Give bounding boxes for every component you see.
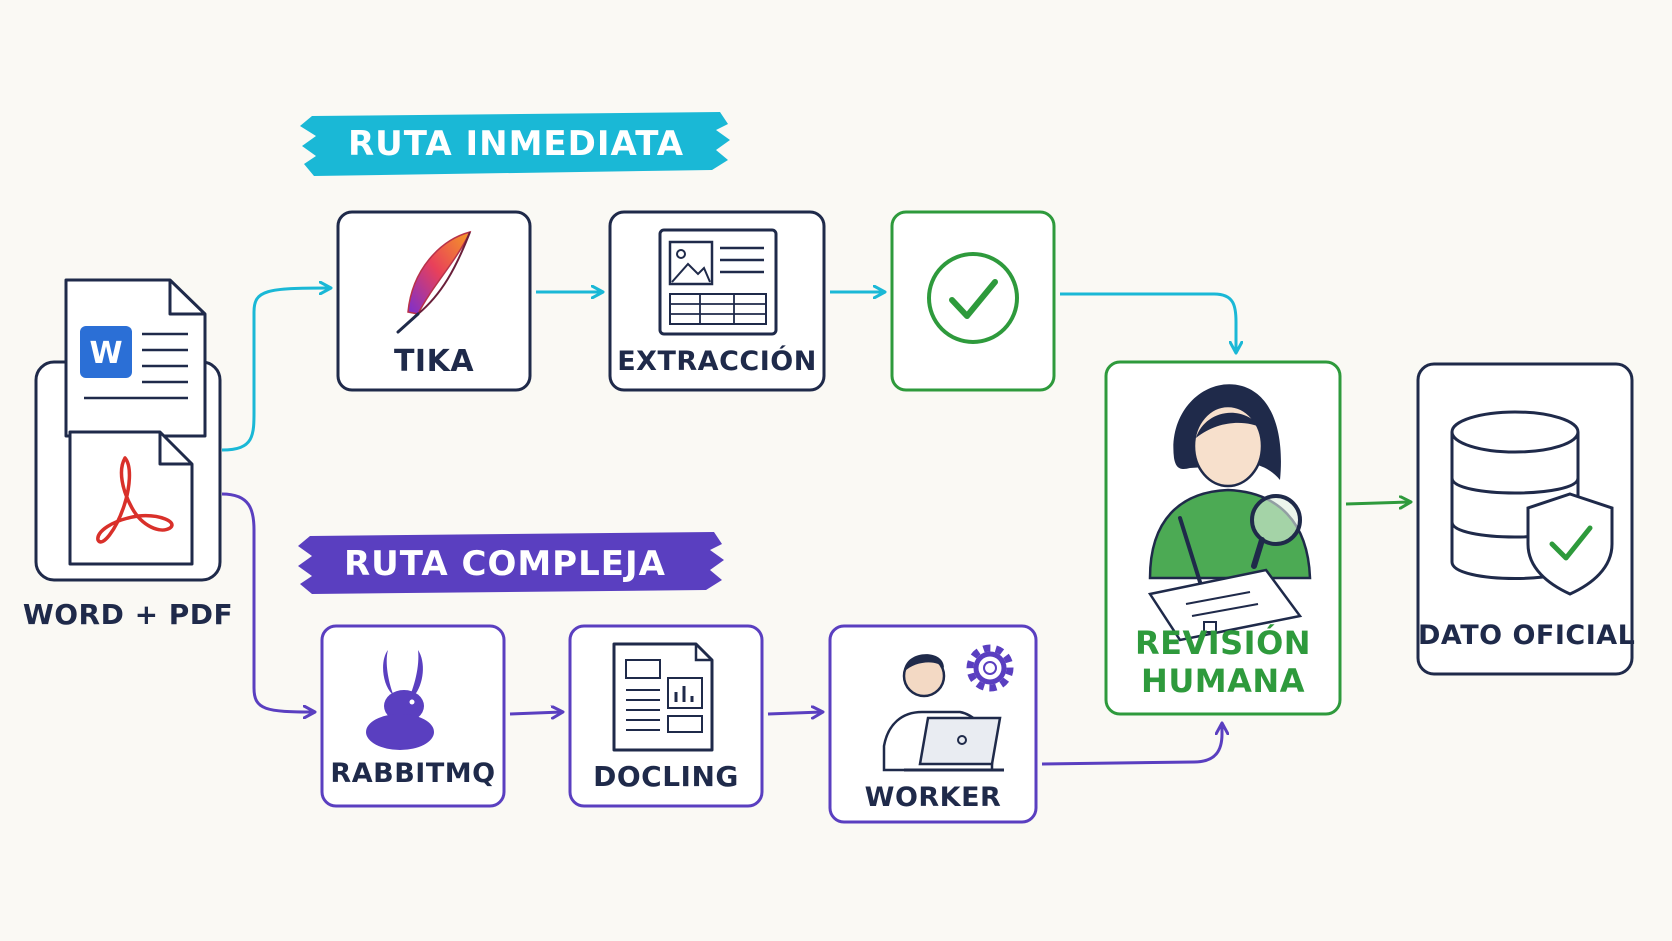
arrow-docling-to-worker xyxy=(767,712,822,714)
worker-label: WORKER xyxy=(864,782,1002,813)
person-laptop-gear-icon xyxy=(882,644,1014,772)
document-extraction-icon xyxy=(658,228,778,336)
extraction-label: EXTRACCIÓN xyxy=(617,346,817,377)
document-chart-icon xyxy=(612,642,714,752)
arrow-review-to-output xyxy=(1345,502,1410,504)
banner-immediate xyxy=(300,112,730,176)
source-label: WORD + PDF xyxy=(22,598,234,631)
arrow-worker-to-review xyxy=(1041,724,1222,766)
review-label-line1: REVISIÓN xyxy=(1134,624,1312,662)
rabbitmq-label: RABBITMQ xyxy=(330,758,496,789)
validation-box xyxy=(890,210,1056,392)
word-document-icon: W xyxy=(64,278,207,438)
output-label: DATO OFICIAL xyxy=(1418,620,1636,651)
arrow-check-to-review xyxy=(1060,292,1236,352)
tika-box xyxy=(336,210,532,392)
banner-complex xyxy=(298,532,724,594)
database-shield-icon xyxy=(1450,410,1614,596)
arrow-source-to-tika xyxy=(221,288,330,452)
arrow-source-to-rabbitmq xyxy=(221,492,314,712)
arrow-rabbitmq-to-docling xyxy=(509,712,562,714)
check-circle-icon xyxy=(927,252,1019,344)
rabbit-icon xyxy=(366,650,434,750)
pdf-document-icon xyxy=(68,430,194,566)
docling-label: DOCLING xyxy=(593,760,739,793)
woman-magnifier-review-icon xyxy=(1147,384,1312,642)
feather-icon xyxy=(396,230,472,334)
review-label-line2: HUMANA xyxy=(1141,662,1305,700)
banner-immediate-label: RUTA INMEDIATA xyxy=(348,124,685,164)
banner-complex-label: RUTA COMPLEJA xyxy=(344,544,666,584)
tika-label: TIKA xyxy=(393,344,475,379)
svg-text:W: W xyxy=(89,336,122,371)
